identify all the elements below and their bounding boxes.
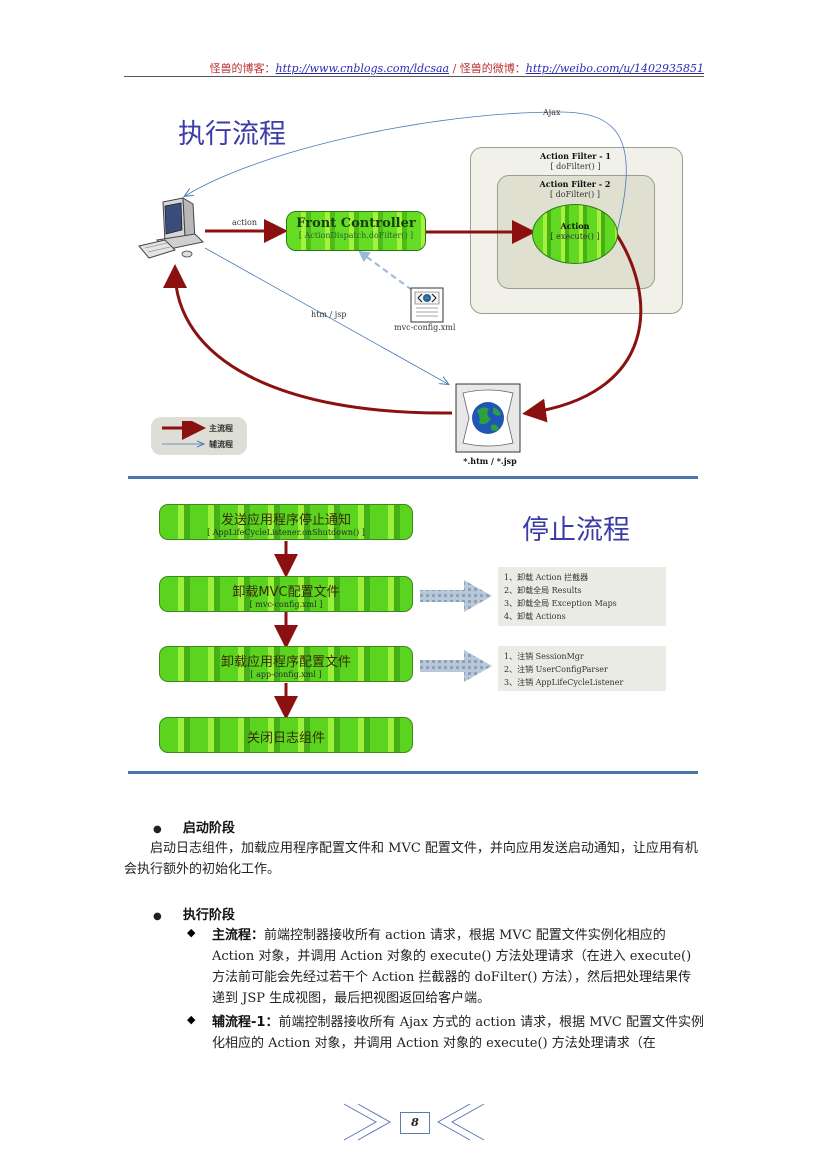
main-flow-paragraph: 主流程：前端控制器接收所有 action 请求，根据 MVC 配置文件实例化相应… [212, 925, 704, 1009]
action-filter-2-subtitle: [ doFilter() ] [550, 190, 600, 199]
unload-mvc-details: 1、卸载 Action 拦截器 2、卸载全局 Results 3、卸载全局 Ex… [498, 567, 666, 626]
stop-step-3-title: 卸载应用程序配置文件 [220, 655, 351, 670]
startup-heading-row: ● 启动阶段 [153, 817, 235, 836]
startup-heading: 启动阶段 [182, 821, 235, 836]
detail-arrow-1 [420, 580, 492, 612]
stop-step-1-subtitle: [ AppLifeCycleListener.onShutdown() ] [207, 528, 365, 537]
ajax-flow-line [185, 111, 627, 233]
stop-step-2-subtitle: [ mvc-config.xml ] [249, 600, 323, 609]
action-node-subtitle: [ execute() ] [550, 232, 600, 241]
stop-step-3-subtitle: [ app-config.xml ] [250, 670, 322, 679]
stop-step-2-title: 卸载MVC配置文件 [232, 585, 340, 600]
response-arrow [163, 264, 453, 415]
exec-heading-row: ● 执行阶段 [153, 904, 235, 923]
note-item: 1、注销 SessionMgr [504, 652, 584, 661]
action-filter-2-title: Action Filter - 2 [539, 179, 611, 189]
config-dashed-arrow [358, 250, 413, 291]
result-arrow [522, 231, 643, 423]
stop-step-1-title: 发送应用程序停止通知 [220, 513, 351, 528]
computer-icon [138, 197, 205, 259]
stop-step-3: 卸载应用程序配置文件 [ app-config.xml ] [159, 646, 413, 682]
aux-flow-paragraph: 辅流程-1：前端控制器接收所有 Ajax 方式的 action 请求，根据 MV… [212, 1012, 704, 1054]
legend-main-label: 主流程 [209, 423, 233, 433]
main-flow-label: 主流程： [212, 928, 265, 943]
aux-flow-label: 辅流程-1： [212, 1015, 279, 1030]
note-item: 4、卸载 Actions [504, 612, 566, 621]
action-node [532, 204, 618, 264]
stop-flow-arrows [274, 541, 492, 720]
exec-heading: 执行阶段 [182, 908, 235, 923]
exec-flow-arrows [163, 111, 643, 423]
section-divider-bottom [128, 771, 698, 774]
stop-step-1: 发送应用程序停止通知 [ AppLifeCycleListener.onShut… [159, 504, 413, 540]
bullet-dot-icon: ● [153, 824, 162, 835]
legend-aux-label: 辅流程 [209, 439, 233, 449]
ajax-label: Ajax [543, 108, 561, 117]
note-item: 3、注销 AppLifeCycleListener [504, 678, 624, 687]
section-divider-top [128, 476, 698, 479]
header-rule [124, 76, 704, 77]
front-controller-title: Front Controller [296, 216, 416, 231]
action-filter-1-title: Action Filter - 1 [540, 151, 611, 161]
view-label: *.htm / *.jsp [463, 456, 517, 466]
action-filter-1-subtitle: [ doFilter() ] [550, 162, 601, 171]
xml-document-icon [410, 287, 444, 323]
main-flow-text: 前端控制器接收所有 action 请求，根据 MVC 配置文件实例化相应的 Ac… [212, 928, 692, 1006]
mvc-config-label: mvc-config.xml [394, 323, 456, 332]
note-item: 3、卸载全局 Exception Maps [504, 599, 617, 608]
action-node-title: Action [560, 221, 590, 231]
startup-paragraph: 启动日志组件，加载应用程序配置文件和 MVC 配置文件，并向应用发送启动通知，让… [124, 841, 698, 877]
aux-flow-text: 前端控制器接收所有 Ajax 方式的 action 请求，根据 MVC 配置文件… [212, 1015, 705, 1051]
htm-jsp-line [204, 247, 448, 384]
note-item: 2、注销 UserConfigParser [504, 665, 608, 674]
web-page-icon [455, 383, 521, 453]
page-number: 8 [400, 1112, 430, 1134]
header-weibo-label: / 怪兽的微博： [449, 62, 526, 75]
note-item: 1、卸载 Action 拦截器 [504, 573, 589, 582]
diamond-bullet-icon: ◆ [187, 1013, 196, 1026]
detail-arrow-2 [420, 650, 492, 682]
note-item: 2、卸载全局 Results [504, 586, 582, 595]
unload-app-details: 1、注销 SessionMgr 2、注销 UserConfigParser 3、… [498, 646, 666, 691]
page-header: 怪兽的博客：http://www.cnblogs.com/ldcsaa / 怪兽… [124, 60, 704, 76]
front-controller-subtitle: [ ActionDispatch.doFilter() ] [298, 231, 414, 240]
page-ribbon [343, 1103, 485, 1141]
stop-step-4-title: 关闭日志组件 [246, 731, 325, 746]
blog-link[interactable]: http://www.cnblogs.com/ldcsaa [275, 62, 450, 75]
weibo-link[interactable]: http://weibo.com/u/1402935851 [525, 62, 704, 75]
stop-flow-title: 停止流程 [522, 515, 630, 546]
header-blog-label: 怪兽的博客： [209, 62, 276, 75]
action-label: action [232, 218, 257, 227]
bullet-dot-icon: ● [153, 911, 162, 922]
exec-flow-title: 执行流程 [178, 119, 286, 150]
diamond-bullet-icon: ◆ [187, 926, 196, 939]
legend-arrows [162, 421, 206, 453]
htm-jsp-label: htm / jsp [311, 310, 347, 319]
stop-step-2: 卸载MVC配置文件 [ mvc-config.xml ] [159, 576, 413, 612]
front-controller-node: Front Controller [ ActionDispatch.doFilt… [286, 211, 426, 251]
stop-step-4: 关闭日志组件 [159, 717, 413, 753]
